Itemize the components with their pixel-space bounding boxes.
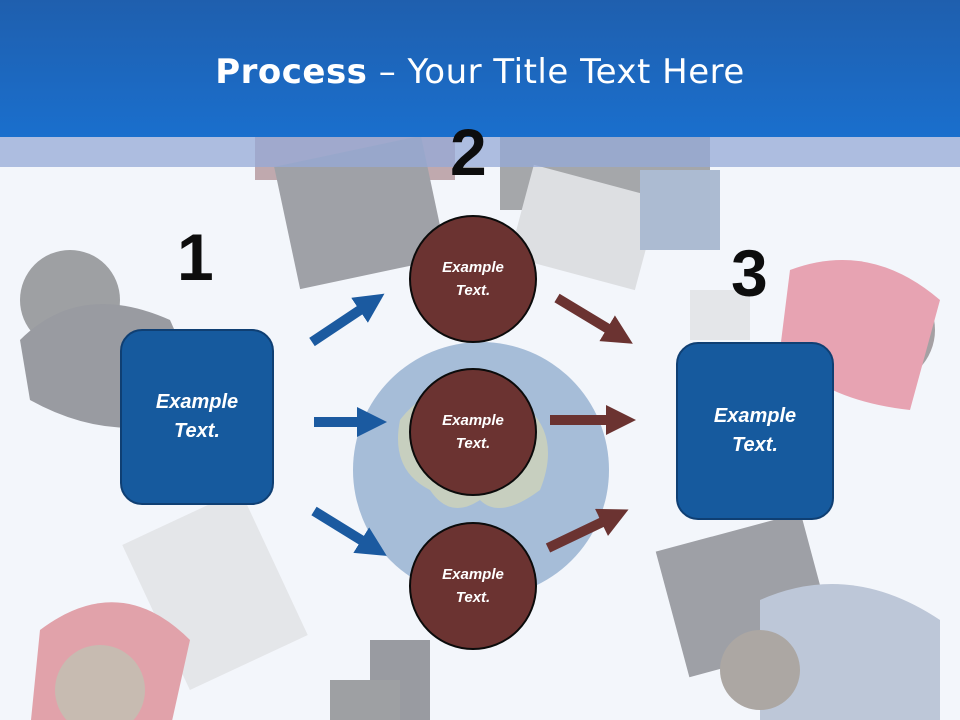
slide-title: Process – Your Title Text Here xyxy=(0,52,960,92)
left-box-line1: Example xyxy=(155,391,239,413)
bottom-circle-line2: Text. xyxy=(455,589,491,606)
right-box-line2: Text. xyxy=(732,434,778,456)
top-circle-line1: Example xyxy=(442,259,504,276)
step-number-1: 1 xyxy=(177,220,214,294)
step-number-3: 3 xyxy=(731,236,768,310)
title-bold: Process xyxy=(215,52,368,92)
left-box-line2: Text. xyxy=(174,420,220,442)
arrow-to-top-circle xyxy=(309,293,385,347)
bottom-circle-line1: Example xyxy=(442,566,504,583)
arrow-from-bottom-circle xyxy=(545,508,629,553)
middle-circle-line2: Text. xyxy=(455,435,491,452)
arrow-from-top-circle xyxy=(554,293,633,344)
title-bar xyxy=(0,0,960,137)
middle-circle-line1: Example xyxy=(442,412,504,429)
step-number-2: 2 xyxy=(450,115,487,189)
title-band xyxy=(0,137,960,167)
arrow-to-bottom-circle xyxy=(311,506,387,556)
top-circle-line2: Text. xyxy=(455,282,491,299)
title-rest: – Your Title Text Here xyxy=(367,52,745,92)
right-box-line1: Example xyxy=(713,405,797,427)
